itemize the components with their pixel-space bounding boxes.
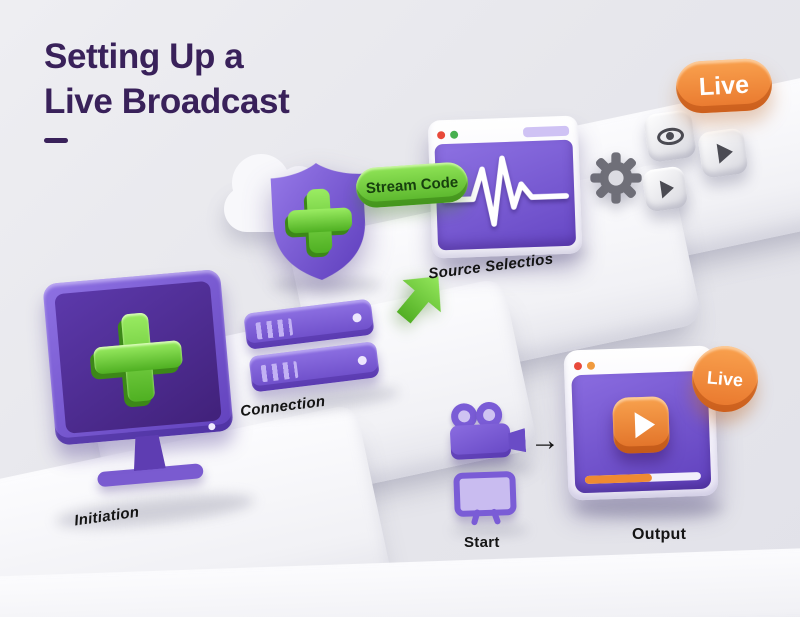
video-camera-icon — [448, 400, 531, 464]
arrow-right-icon: → — [530, 424, 560, 457]
server-icon — [243, 298, 381, 400]
board-leg — [490, 508, 502, 526]
title-dash — [44, 138, 68, 143]
monitor-stand — [131, 434, 166, 471]
shadow — [574, 498, 724, 518]
screen-board-icon — [453, 470, 517, 526]
browser-content — [434, 139, 577, 251]
play-icon-tile-2 — [641, 165, 689, 213]
window-dot-green — [450, 130, 459, 139]
shadow — [450, 463, 532, 473]
board-leg — [470, 508, 481, 526]
shadow — [452, 525, 528, 535]
eye-icon — [655, 125, 685, 147]
gear-icon — [588, 150, 644, 206]
plus-icon — [287, 188, 353, 254]
waveform-icon — [441, 155, 570, 227]
server-unit — [248, 341, 380, 393]
progress-bar — [584, 471, 702, 484]
power-led — [208, 422, 216, 431]
step-label-output: Output — [632, 526, 687, 543]
shadow — [272, 278, 382, 292]
play-triangle — [634, 411, 656, 439]
play-button-icon — [612, 395, 671, 454]
progress-fill — [584, 473, 653, 484]
shield-icon — [263, 157, 375, 286]
eye-icon-tile — [642, 108, 698, 164]
server-vents — [255, 318, 294, 340]
window-dot-red — [437, 131, 446, 140]
server-led — [357, 355, 368, 366]
plus-icon — [54, 281, 222, 434]
title-line-2: Live Broadcast — [44, 82, 290, 121]
arrow-up-icon — [380, 256, 462, 338]
play-icon-tile — [697, 127, 749, 179]
play-icon — [716, 141, 734, 164]
camera-body — [449, 422, 512, 461]
browser-window-icon — [427, 115, 583, 259]
step-label-start: Start — [464, 534, 500, 551]
play-icon — [659, 178, 675, 199]
monitor-icon — [42, 268, 243, 514]
title-line-1: Setting Up a — [44, 37, 244, 76]
monitor-display — [54, 280, 222, 434]
stream-code-badge: Stream Code — [354, 161, 470, 209]
server-vents — [260, 360, 299, 383]
window-dot-orange — [586, 361, 596, 370]
server-unit — [243, 298, 375, 350]
live-badge: Live — [674, 57, 774, 115]
address-bar — [522, 125, 570, 138]
server-led — [352, 312, 363, 323]
monitor-screen — [42, 268, 234, 446]
page-title: Setting Up a Live Broadcast — [44, 34, 290, 143]
player-screen — [571, 370, 712, 494]
window-dot-red — [573, 362, 583, 371]
